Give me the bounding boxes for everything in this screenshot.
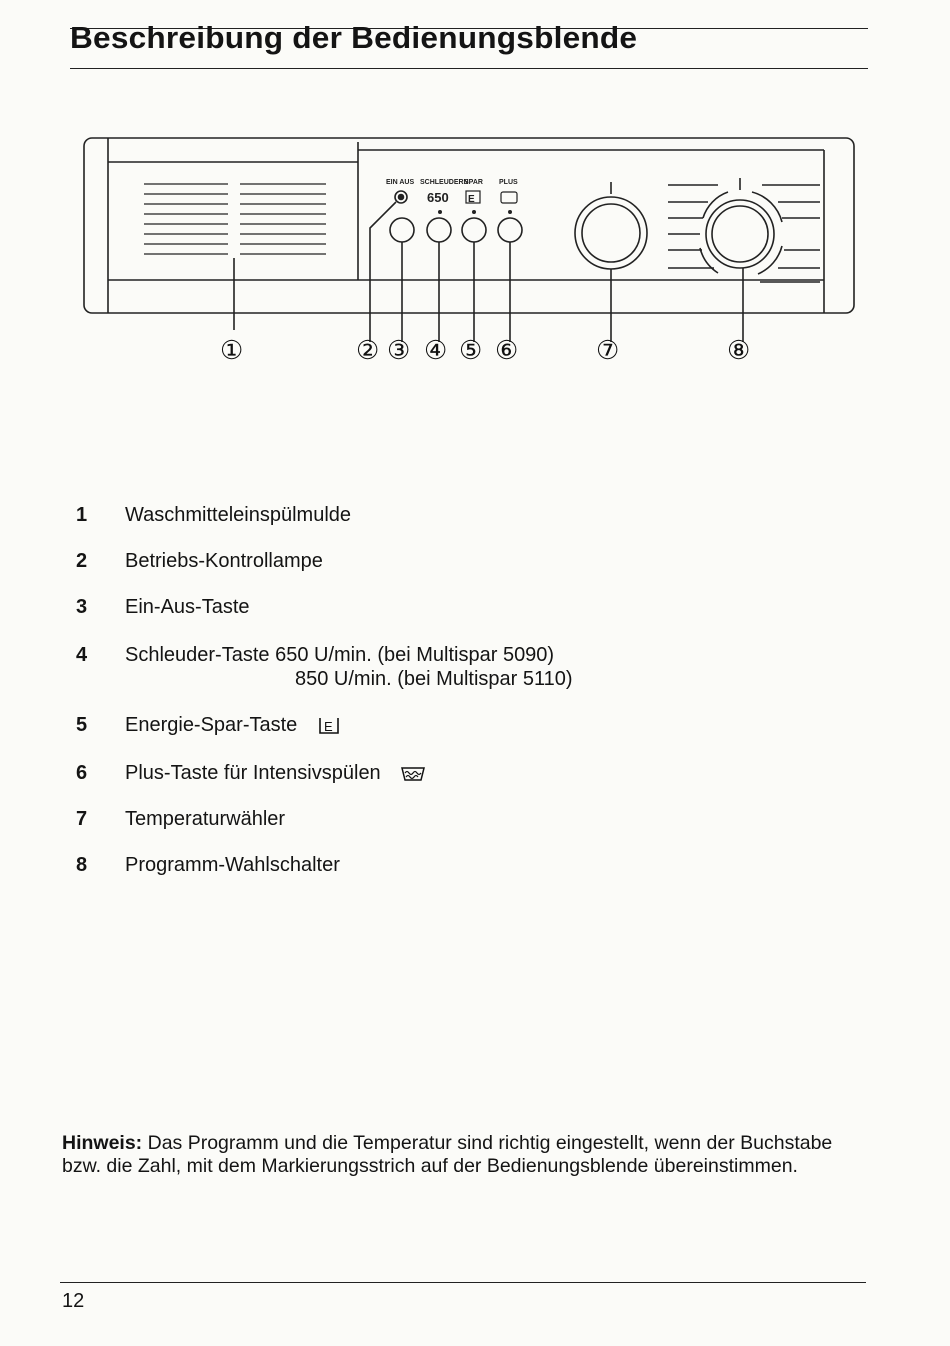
panel-outline [83,137,855,314]
header-rule-top [70,28,868,29]
legend-text: Waschmitteleinspülmulde [125,504,352,526]
legend-number: 3 [76,596,88,618]
detergent-drawer-grille [144,183,326,255]
svg-text:E: E [324,719,333,734]
callout-3: ③ [387,335,410,365]
callout-5: ⑤ [459,335,482,365]
rinse-tub-icon [401,766,426,781]
note-label: Hinweis: [62,1132,143,1154]
label-plus: PLUS [499,179,518,186]
legend-number: 2 [76,550,88,572]
label-spar: SPAR [464,179,483,186]
legend-text: Ein-Aus-Taste [125,596,250,618]
label-ein-aus: EIN AUS [386,179,414,186]
legend-text: Energie-Spar-Taste [125,714,298,736]
page-number: 12 [62,1290,85,1312]
legend-number: 1 [76,504,88,526]
legend-number: 5 [76,714,88,736]
legend-text: Programm-Wahlschalter [125,854,340,876]
label-spin-speed: 650 [427,190,449,205]
spin-button [426,217,452,243]
note-text: Das Programm und die Temperatur sind ric… [62,1132,833,1177]
legend-text: Schleuder-Taste 650 U/min. (bei Multispa… [125,644,555,666]
legend-number: 8 [76,854,88,876]
plus-button [497,217,523,243]
note-paragraph: Hinweis: Das Programm und die Temperatur… [62,1132,862,1178]
legend-number: 4 [76,644,88,666]
callout-6: ⑥ [495,335,518,365]
legend-text: Temperaturwähler [125,808,286,830]
program-selector-knob [668,178,820,342]
callout-7: ⑦ [596,335,619,365]
temperature-knob [574,196,648,270]
label-schleudern: SCHLEUDERN [420,179,469,186]
energy-saving-E-icon: E [319,717,339,734]
header-rule-bottom [70,68,868,69]
legend-text: Betriebs-Kontrollampe [125,550,323,572]
legend-number: 6 [76,762,88,784]
callout-8: ⑧ [727,335,750,365]
legend-text: Plus-Taste für Intensivspülen [125,762,381,784]
indicator-lamp [394,190,408,204]
callout-4: ④ [424,335,447,365]
control-panel-diagram: EIN AUS SCHLEUDERN SPAR PLUS 650 E ① ② ③… [83,137,855,365]
callout-2: ② [356,335,379,365]
legend-subtext: 850 U/min. (bei Multispar 5110) [295,668,573,690]
on-off-button [389,217,415,243]
callout-1: ① [220,335,243,365]
page-title: Beschreibung der Bedienungsblende [70,20,638,55]
svg-text:E: E [468,194,475,205]
footer-rule [60,1282,866,1283]
energy-save-button [461,217,487,243]
legend-number: 7 [76,808,88,830]
